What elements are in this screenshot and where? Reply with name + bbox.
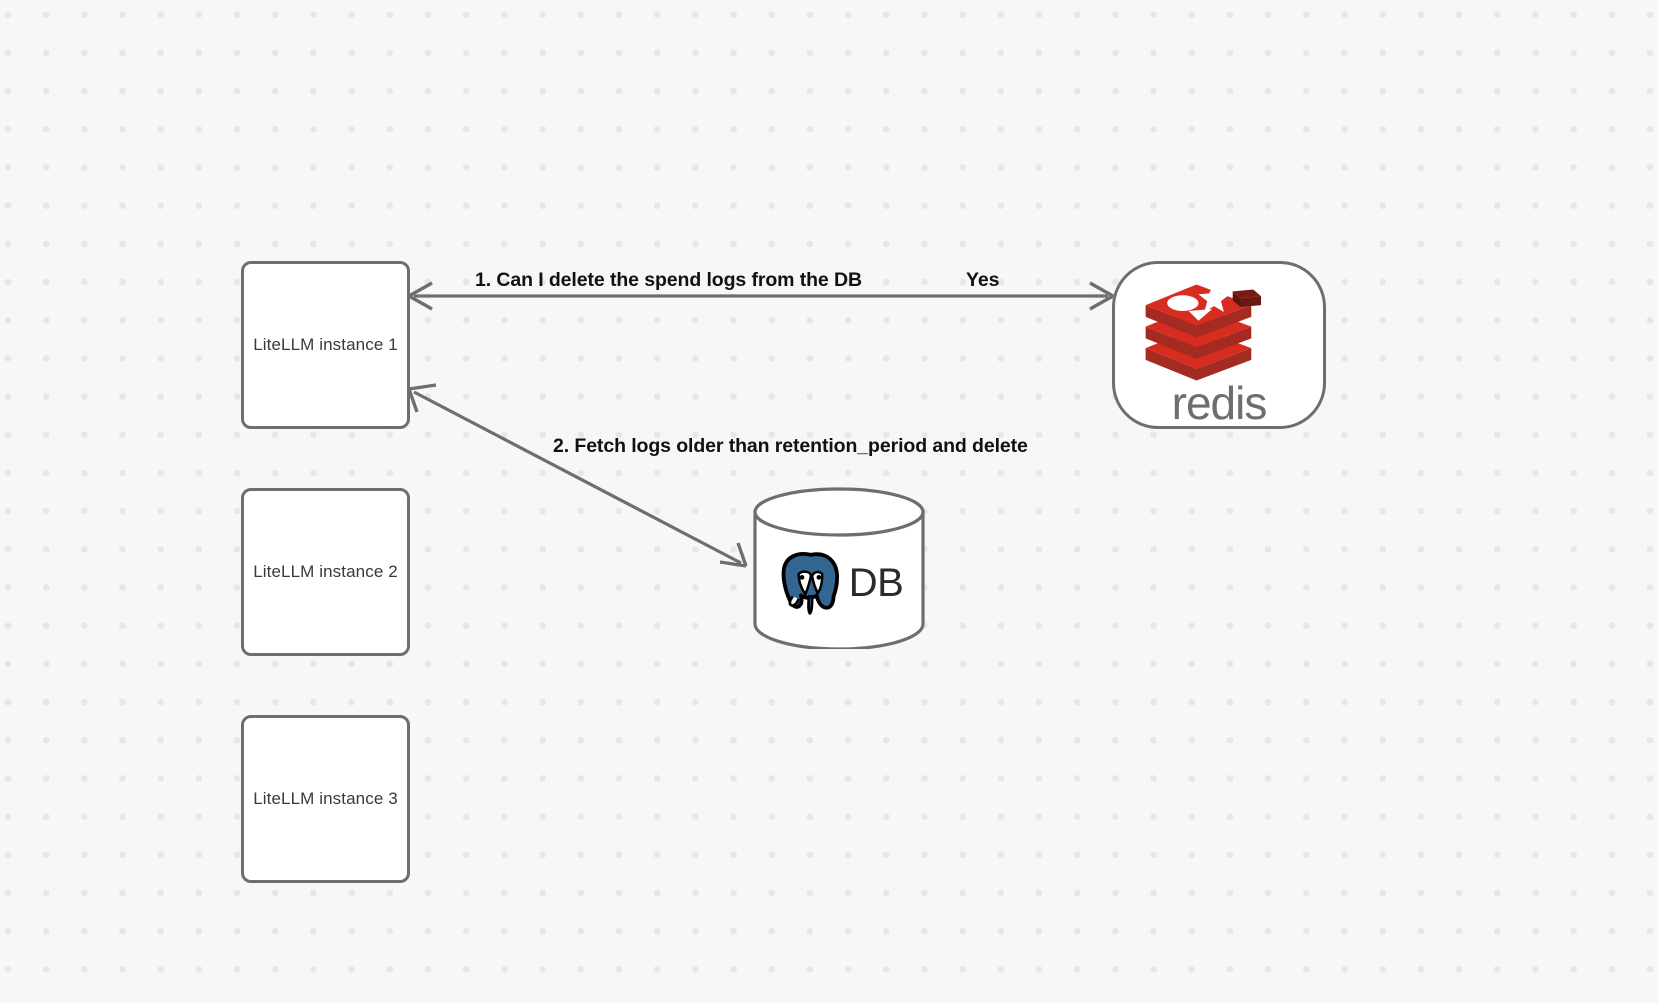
node-label-instance-3: LiteLLM instance 3: [253, 789, 398, 808]
edge-label-step-2: 2. Fetch logs older than retention_perio…: [553, 435, 1028, 457]
node-litellm-instance-2[interactable]: LiteLLM instance 2: [241, 488, 410, 656]
db-text-label: DB: [848, 560, 904, 605]
node-database[interactable]: DB: [752, 487, 926, 649]
arrowhead-right-icon: [1089, 281, 1114, 311]
redis-wordmark: redis: [1171, 377, 1268, 430]
node-litellm-instance-1[interactable]: LiteLLM instance 1: [241, 261, 410, 429]
cylinder-shape: [753, 487, 925, 649]
node-label-instance-1: LiteLLM instance 1: [253, 335, 398, 354]
edge-label-step-1: 1. Can I delete the spend logs from the …: [475, 269, 862, 291]
node-litellm-instance-3[interactable]: LiteLLM instance 3: [241, 715, 410, 883]
arrowhead-upleft-icon: [407, 383, 437, 413]
postgresql-elephant-icon: [781, 552, 839, 615]
arrowhead-left-icon: [408, 281, 433, 311]
node-redis[interactable]: redis: [1112, 261, 1326, 429]
edge-db-instance1: [407, 383, 748, 568]
redis-logo-icon: [1145, 283, 1262, 381]
edge-label-yes: Yes: [966, 269, 1000, 291]
node-label-instance-2: LiteLLM instance 2: [253, 562, 398, 581]
arrowhead-downright-icon: [719, 542, 748, 568]
